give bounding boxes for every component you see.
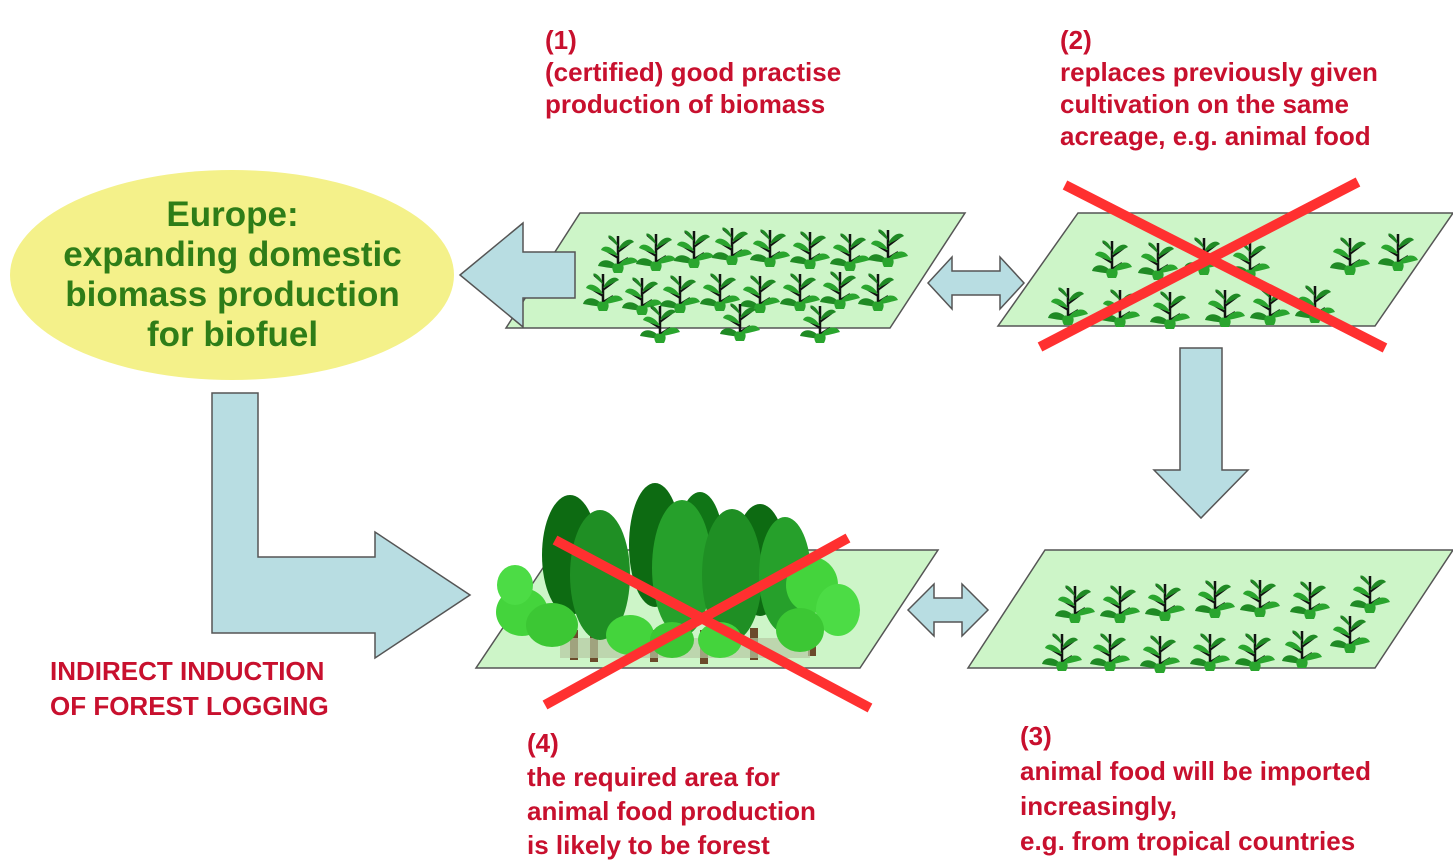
field-4-cross-icon	[542, 533, 873, 713]
arrow-double-bottom	[906, 582, 990, 638]
field-3	[966, 549, 1453, 675]
step-3-line-2: increasingly,	[1020, 791, 1178, 821]
europe-line-2: expanding domestic	[63, 235, 402, 274]
step-1-line-1: (certified) good practise	[545, 57, 842, 87]
arrow-down	[1152, 347, 1250, 520]
step-2-line-3: acreage, e.g. animal food	[1060, 121, 1371, 151]
field-2	[996, 177, 1453, 353]
step-4-line-2: animal food production	[527, 796, 816, 826]
step-1-line-2: production of biomass	[545, 89, 826, 119]
europe-line-3: biomass production	[65, 275, 400, 314]
step-4-number: (4)	[527, 728, 559, 758]
step-2-number: (2)	[1060, 25, 1092, 55]
arrow-left-to-europe	[458, 221, 576, 329]
step-2-line-2: cultivation on the same	[1060, 89, 1349, 119]
step-4-line-1: the required area for	[527, 762, 780, 792]
step-3-line-1: animal food will be imported	[1020, 756, 1372, 786]
indirect-line-1: INDIRECT INDUCTION	[50, 656, 325, 686]
field-2-cross-icon	[1037, 177, 1388, 353]
europe-label: Europe: expanding domestic biomass produ…	[10, 170, 455, 380]
arrow-double-top	[926, 255, 1026, 311]
step-1-number: (1)	[545, 25, 577, 55]
europe-title: Europe:	[166, 195, 299, 234]
europe-ellipse	[10, 170, 454, 380]
step-2-line-1: replaces previously given	[1060, 57, 1378, 87]
europe-line-4: for biofuel	[146, 315, 319, 354]
step-4-line-3: is likely to be forest	[527, 830, 770, 860]
indirect-line-2: OF FOREST LOGGING	[50, 691, 329, 721]
step-3-line-3: e.g. from tropical countries	[1020, 826, 1356, 856]
arrow-l-shaped	[211, 392, 472, 660]
field-4	[474, 483, 940, 713]
step-3-number: (3)	[1020, 721, 1052, 751]
